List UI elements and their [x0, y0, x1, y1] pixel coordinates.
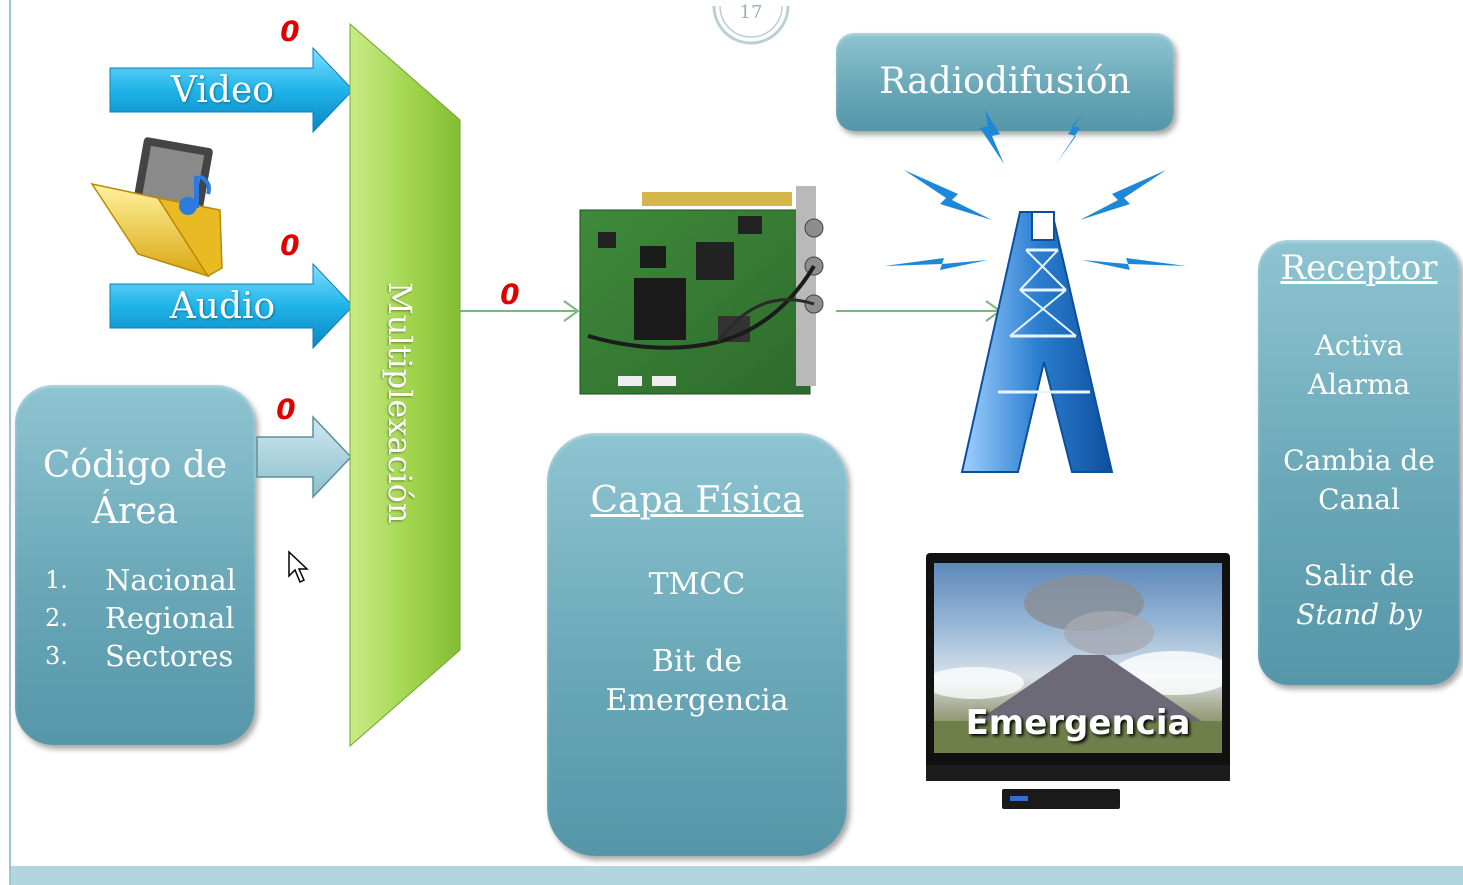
- video-arrow: [109, 46, 354, 134]
- physical-layer-title: Capa Física: [590, 480, 804, 521]
- tv-overlay-text: Emergencia: [965, 703, 1191, 743]
- broadcast-label: Radiodifusión: [879, 61, 1131, 102]
- area-code-item: 3.Sectores: [45, 639, 234, 673]
- audio-label: Audio: [169, 286, 276, 327]
- receiver-line: Cambia de: [1283, 444, 1435, 477]
- physical-layer-box: Capa Física TMCC Bit de Emergencia: [547, 433, 847, 856]
- slide-number-text: 17: [740, 2, 763, 23]
- broadcast-box: Radiodifusión: [836, 33, 1174, 131]
- area-code-box: Código de Área 1.Nacional 2.Regional 3.S…: [15, 385, 255, 745]
- left-rule: [9, 0, 11, 885]
- audio-arrow: [109, 262, 354, 350]
- tv-bezel-bottom: [926, 765, 1230, 781]
- physical-layer-line: TMCC: [648, 567, 746, 602]
- multiplexer-block: [349, 22, 461, 748]
- receiver-line: Alarma: [1307, 368, 1411, 401]
- footer-bar: [11, 866, 1463, 885]
- receiver-line: Canal: [1318, 483, 1400, 516]
- media-folder-icon: [90, 137, 223, 278]
- multiplexer-label: Multiplexación: [381, 282, 419, 524]
- physical-layer-line: Emergencia: [605, 683, 789, 718]
- receiver-line: Stand by: [1296, 598, 1422, 631]
- physical-layer-line: Bit de: [651, 644, 743, 679]
- area-code-list: 1.Nacional 2.Regional 3.Sectores: [45, 561, 255, 675]
- mouse-cursor-icon: [288, 550, 309, 584]
- set-top-box: [1002, 789, 1120, 809]
- receiver-line: Activa: [1314, 329, 1404, 362]
- signal-connectors: [460, 300, 1002, 322]
- slide-number-badge: 17: [712, 2, 790, 45]
- receiver-title: Receptor: [1280, 248, 1438, 288]
- tv-picture: Emergencia: [934, 563, 1222, 753]
- area-code-item: 1.Nacional: [45, 563, 236, 597]
- broadcast-tower-icon: [884, 110, 1186, 473]
- area-code-title: Código de Área: [42, 445, 228, 532]
- zero-mark: 0: [277, 229, 303, 262]
- tv-screen: Emergencia: [926, 553, 1230, 781]
- receiver-box: Receptor Activa Alarma Cambia de Canal S…: [1258, 240, 1460, 685]
- zero-mark: 0: [277, 15, 303, 48]
- video-label: Video: [171, 70, 274, 111]
- volcano-image: [934, 575, 1222, 753]
- modulator-card-image: [579, 186, 824, 395]
- area-code-item: 2.Regional: [45, 601, 235, 635]
- area-code-arrow: [256, 415, 353, 499]
- receiver-line: Salir de: [1303, 559, 1415, 592]
